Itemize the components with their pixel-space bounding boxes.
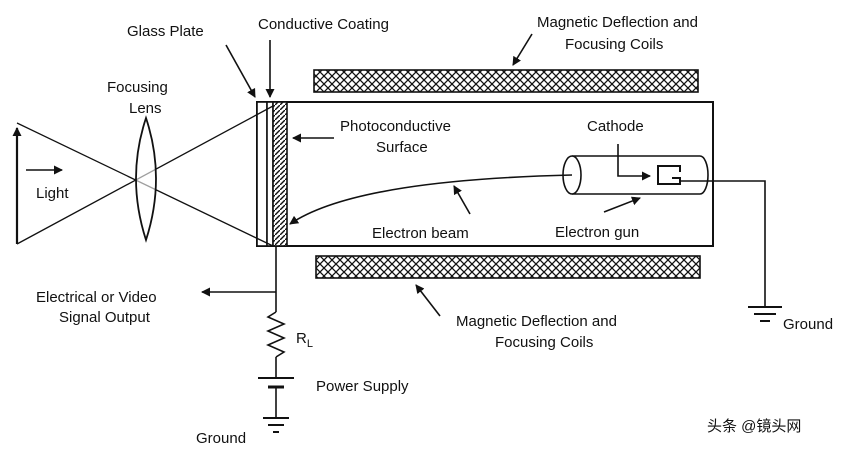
cathode-ground-wire (680, 180, 766, 307)
photoconductive-label-line1: Photoconductive (340, 118, 451, 135)
focusing-lens-label-line2: Lens (129, 100, 162, 117)
electron-gun-right-end (699, 155, 709, 195)
magnetic-top-leader (512, 33, 533, 66)
photoconductive-surface (272, 101, 288, 247)
focusing-lens (135, 115, 157, 243)
magnetic-bottom-label-line2: Focusing Coils (495, 334, 593, 351)
tube-envelope (256, 101, 714, 247)
magnetic-coil-bottom (315, 255, 701, 279)
light-label: Light (36, 185, 69, 202)
resistor-label: RL (296, 330, 313, 350)
signal-output-label-line1: Electrical or Video (36, 289, 157, 306)
glass-plate-leader (225, 44, 256, 98)
magnetic-bottom-label-line1: Magnetic Deflection and (456, 313, 617, 330)
resistor-subscript: L (307, 338, 313, 350)
electron-gun-label: Electron gun (555, 224, 639, 241)
photoconductive-label-line2: Surface (376, 139, 428, 156)
cathode-element (657, 165, 681, 185)
electron-gun-leader (603, 196, 641, 213)
load-resistor (266, 311, 286, 358)
electron-beam (289, 174, 573, 225)
battery-symbol (258, 377, 294, 389)
glass-plate (256, 101, 268, 247)
ground-symbol-right (748, 306, 782, 322)
magnetic-bottom-leader (415, 284, 441, 317)
electron-beam-label: Electron beam (372, 225, 469, 242)
conductive-coating-label: Conductive Coating (258, 16, 389, 33)
power-supply-label: Power Supply (316, 378, 409, 395)
glass-plate-label: Glass Plate (127, 23, 204, 40)
focusing-lens-label-line1: Focusing (107, 79, 168, 96)
signal-output-label-line2: Signal Output (59, 309, 151, 326)
ground-right-label: Ground (783, 316, 833, 333)
conductive-coating (266, 101, 274, 247)
magnetic-coil-top (313, 69, 699, 93)
magnetic-top-label-line2: Focusing Coils (565, 36, 663, 53)
electron-beam-leader (453, 185, 471, 215)
magnetic-top-label-line1: Magnetic Deflection and (537, 14, 698, 31)
cathode-leader (617, 144, 651, 181)
ground-bottom-label: Ground (196, 430, 246, 447)
watermark-text: 头条 @镜头网 (707, 417, 801, 435)
ground-symbol-bottom (263, 417, 289, 433)
cathode-label: Cathode (587, 118, 644, 135)
